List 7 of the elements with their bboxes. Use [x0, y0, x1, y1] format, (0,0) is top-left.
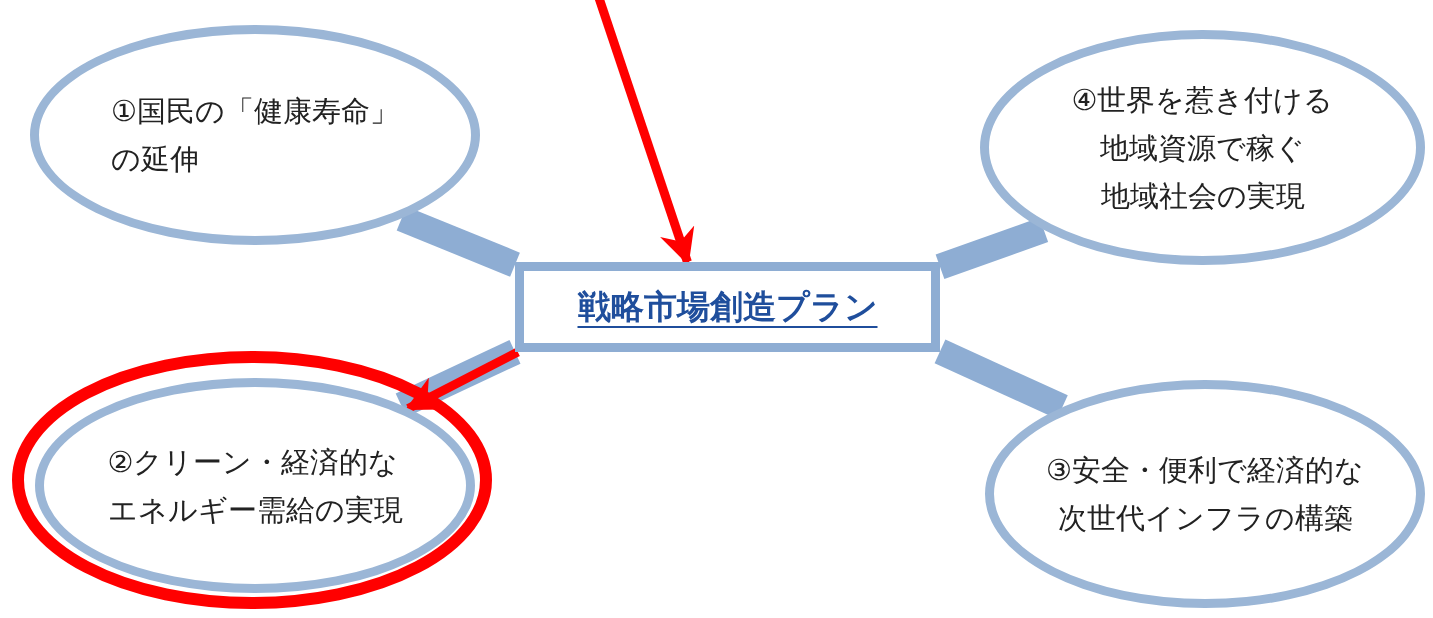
goal-text: ①国民の「健康寿命」の延伸 [111, 93, 399, 178]
plan-title: 戦略市場創造プラン [577, 286, 878, 329]
goal-text: ②クリーン・経済的なエネルギー需給の実現 [107, 443, 403, 529]
goal-text: ④世界を惹き付ける地域資源で稼ぐ地域社会の実現 [1071, 81, 1334, 215]
arrow [405, 348, 520, 413]
plan-box [515, 262, 940, 352]
goal-text: ③安全・便利で経済的な次世代インフラの構築 [1046, 452, 1364, 537]
